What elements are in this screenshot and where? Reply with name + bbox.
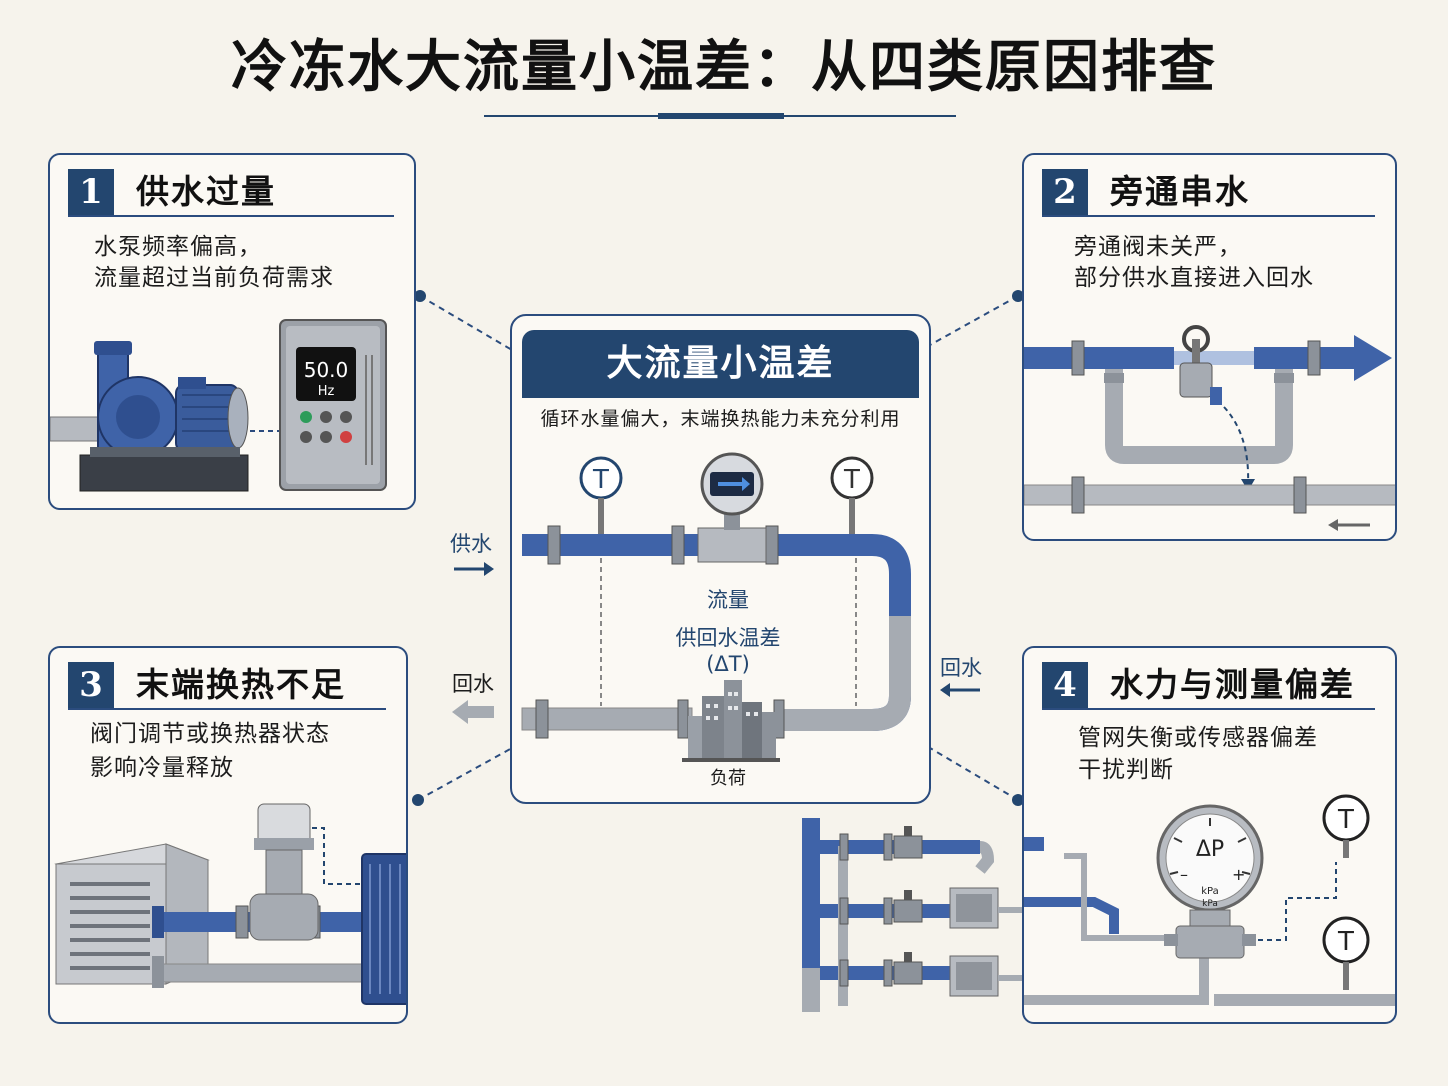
supply-label: 供水: [450, 532, 492, 556]
plate-heat-exchanger-icon: [361, 853, 406, 1005]
connector-dot-3: [412, 794, 424, 806]
gauge-unit: kPa: [1201, 886, 1219, 897]
pump-icon: [79, 341, 249, 492]
supply-flow-arrow: [1354, 335, 1392, 381]
terminal-unit-icon-1: [949, 887, 999, 929]
vfd-value: 50.0: [304, 358, 349, 382]
gauge-label: ΔP: [1196, 837, 1224, 862]
card-desc-line-2: 干扰判断: [1078, 757, 1174, 783]
card-header: 4 水力与测量偏差: [1042, 662, 1375, 710]
return-arrow-right-icon: [940, 683, 980, 697]
card-title: 供水过量: [136, 172, 276, 211]
page-title: 冷冻水大流量小温差：从四类原因排查: [231, 34, 1217, 100]
bypass-valve-illustration: [1024, 325, 1395, 531]
balancing-valve-icon-1: [893, 826, 923, 859]
sensor-glyph: T: [1337, 927, 1354, 957]
sensor-glyph: T: [843, 465, 860, 495]
return-label-right: 回水: [940, 656, 982, 680]
pump-and-vfd-illustration: 50.0 Hz: [50, 319, 387, 492]
card-header: 1 供水过量: [68, 169, 394, 217]
card-terminal-insufficient: 3 末端换热不足 阀门调节或换热器状态 影响冷量释放: [48, 646, 408, 1024]
card-title: 旁通串水: [1110, 172, 1250, 211]
vfd-unit: Hz: [318, 384, 335, 399]
return-temp-sensor-icon: T: [830, 456, 874, 534]
balancing-valve-icon-3: [893, 952, 923, 985]
card-header: 3 末端换热不足: [68, 662, 386, 710]
supply-pipe: [522, 534, 872, 556]
supply-temp-sensor-icon: T: [579, 456, 623, 534]
connector-dot-1: [414, 290, 426, 302]
card-desc-line-1: 旁通阀未关严，: [1074, 234, 1242, 260]
dt-symbol-label: (ΔT): [706, 652, 750, 676]
load-buildings-icon: [682, 680, 780, 762]
svg-text:–: –: [1180, 865, 1188, 884]
card-header: 2 旁通串水: [1042, 169, 1375, 217]
card-desc-line-2: 部分供水直接进入回水: [1074, 265, 1314, 291]
load-label: 负荷: [710, 768, 746, 789]
center-card: 大流量小温差 循环水量偏大，末端换热能力未充分利用 T: [510, 314, 931, 804]
return-arrow-left-icon: [452, 700, 494, 724]
card-desc-line-1: 水泵频率偏高，: [94, 234, 262, 260]
differential-pressure-gauge-illustration: ΔP kPa kPa – + T T: [1024, 794, 1395, 1006]
card-number: 2: [1042, 169, 1088, 215]
card-bypass-mixing: 2 旁通串水 旁通阀未关严， 部分供水直接进入回水: [1022, 153, 1397, 541]
card-desc-line-2: 流量超过当前负荷需求: [94, 265, 334, 291]
vfd-panel-icon: 50.0 Hz: [279, 319, 387, 491]
connector-dot-2: [1012, 290, 1024, 302]
center-description: 循环水量偏大，末端换热能力未充分利用: [540, 408, 901, 430]
balancing-valve-icon-2: [893, 890, 923, 923]
card-title: 水力与测量偏差: [1110, 665, 1355, 704]
flow-meter-icon: [697, 452, 767, 563]
card-desc-line-1: 管网失衡或传感器偏差: [1078, 725, 1318, 751]
card-number: 4: [1042, 662, 1088, 708]
temperature-sensor-icon-upper: T: [1322, 794, 1370, 858]
title-underline-accent: [658, 113, 784, 119]
card-supply-excess: 1 供水过量 水泵频率偏高， 流量超过当前负荷需求: [48, 153, 416, 510]
control-valve-icon: [249, 803, 319, 941]
sensor-glyph: T: [1337, 805, 1354, 835]
gauge-unit-2: kPa: [1202, 899, 1218, 909]
card-desc-line-1: 阀门调节或换热器状态: [90, 721, 330, 747]
flow-label: 流量: [707, 588, 749, 612]
return-label-left: 回水: [452, 672, 494, 696]
center-title: 大流量小温差: [522, 330, 919, 398]
connector-dot-4: [1012, 794, 1024, 806]
supply-arrow-icon: [454, 562, 494, 576]
dp-gauge-icon: ΔP kPa kPa – +: [1156, 804, 1264, 959]
sensor-glyph: T: [592, 465, 609, 495]
dt-label: 供回水温差: [675, 626, 781, 650]
card-number: 3: [68, 662, 114, 708]
valve-and-heat-exchanger-illustration: [54, 803, 406, 1005]
temperature-sensor-icon-lower: T: [1322, 916, 1370, 990]
card-title: 末端换热不足: [136, 665, 346, 704]
card-hydraulic-measurement: 4 水力与测量偏差 管网失衡或传感器偏差 干扰判断 ΔP kPa kPa – +: [1022, 646, 1397, 1024]
bypass-valve-icon: [1179, 325, 1222, 405]
card-desc-line-2: 影响冷量释放: [90, 755, 234, 781]
card-number: 1: [68, 169, 114, 215]
svg-text:+: +: [1232, 865, 1245, 884]
loop-schematic: T T: [521, 452, 911, 762]
